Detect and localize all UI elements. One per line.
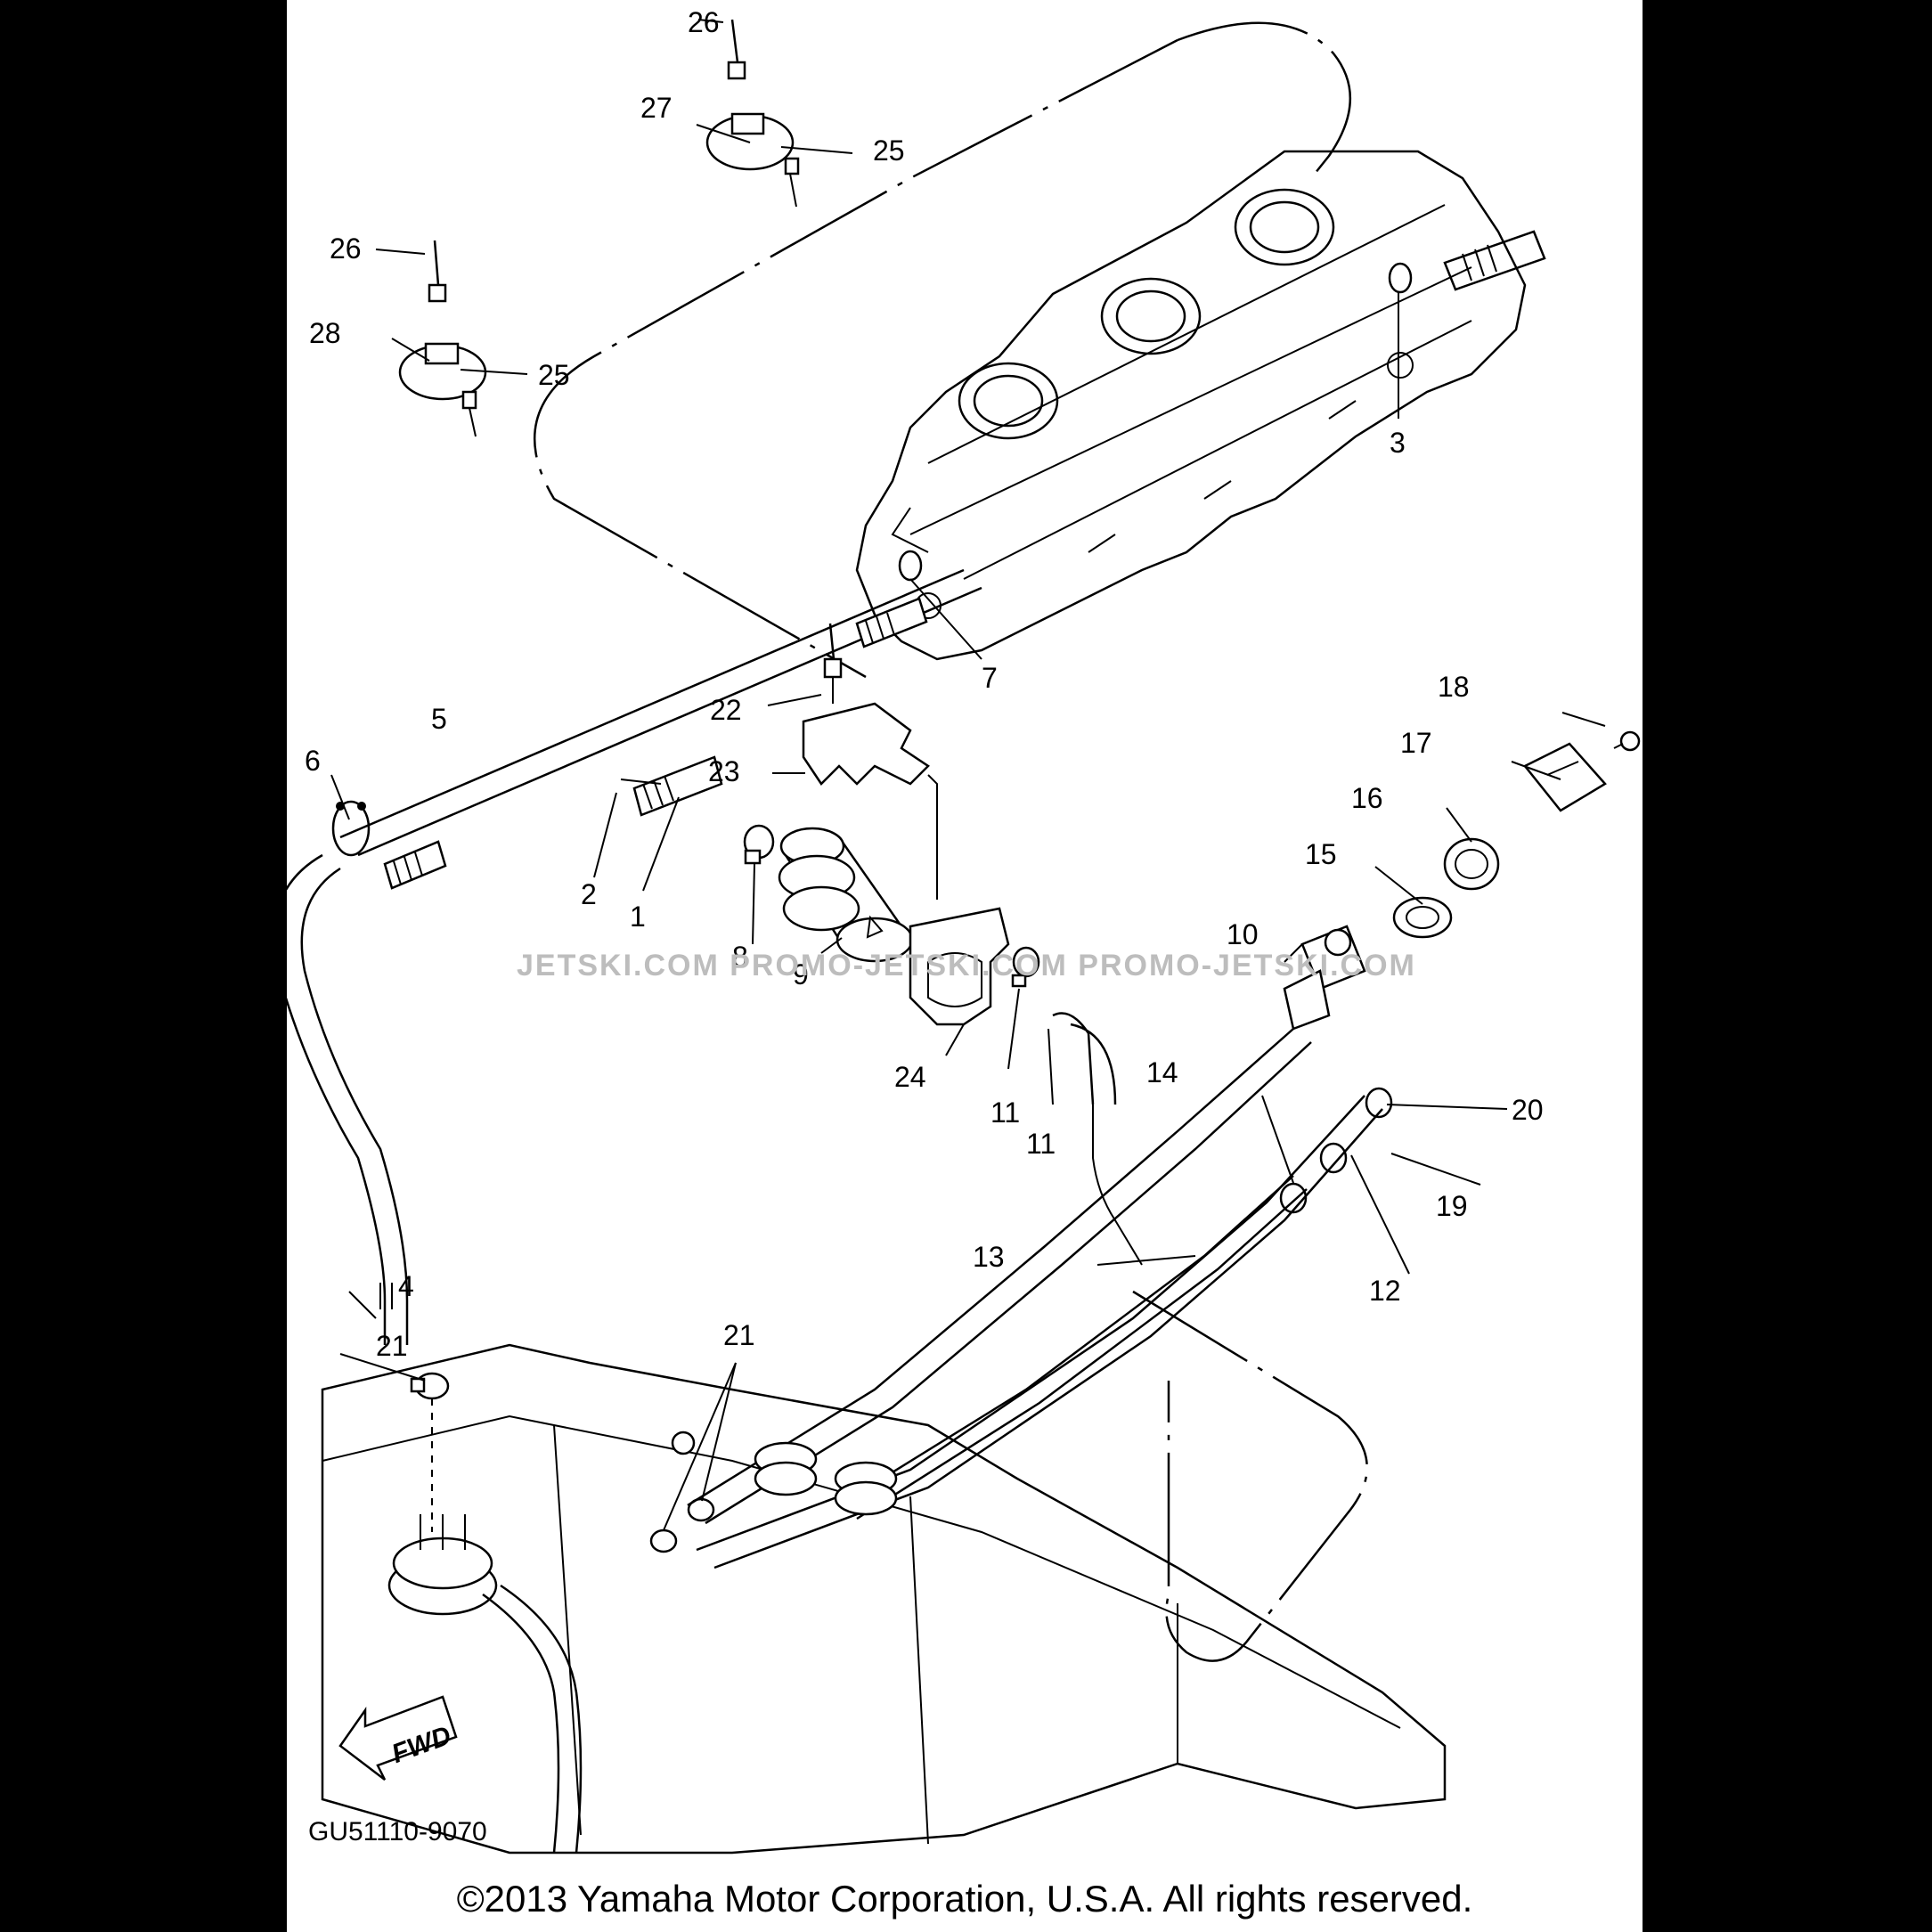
hose-11 [1052,1012,1117,1105]
callout-22: 24 [894,1061,926,1093]
hose-joint-1 [383,597,928,890]
callout-18: 15 [1305,838,1337,870]
callout-21-mid: 21 [723,1319,755,1351]
callout-9: 9 [793,958,809,990]
clip-8 [743,824,775,865]
hose-14 [838,1175,1308,1520]
diagram-code: GU51110-9070 [308,1817,487,1846]
clip-3 [1388,230,1546,294]
callout-27: 27 [640,92,673,124]
callout-24: 22 [710,694,742,726]
clip-7 [898,550,923,582]
screw-24 [823,623,843,704]
callout-11: 11 [1026,1128,1056,1160]
clip-12-a [1011,946,1040,988]
callout-26-top: 26 [688,6,720,38]
clip-21-b [649,1497,715,1553]
callout-12-b: 12 [1369,1275,1401,1307]
callout-1: 1 [630,901,646,933]
clip-12-b [1319,1142,1348,1174]
callout-26-left: 26 [330,232,362,265]
callout-21-left: 21 [376,1330,408,1362]
callout-25-left: 25 [538,359,570,391]
callout-2: 2 [581,878,597,910]
fuel-filter-9 [778,827,914,963]
clip-16 [1365,1087,1393,1119]
routing-loop-line-right [1177,21,1351,179]
fuel-tank [321,1343,1447,1855]
fuel-cock-10 [1283,925,1366,1031]
carburetor-assembly [855,150,1527,661]
bracket-23 [802,702,938,900]
callout-17: 16 [1351,782,1383,814]
callout-19: 17 [1400,727,1432,759]
cap-assembly [1392,730,1641,939]
callout-6: 6 [305,745,321,777]
callout-4: 4 [398,1270,414,1302]
clip-14 [1279,1182,1308,1214]
callout-3: 3 [1390,427,1406,459]
routing-loop-line [534,38,1178,679]
hose-13 [687,1028,1312,1525]
fwd-arrow-icon: FWD [338,1695,458,1781]
callout-13: 13 [973,1241,1005,1273]
callout-16: 20 [1512,1094,1544,1126]
leader-lines [330,19,1606,1531]
callout-20: 18 [1438,671,1470,703]
callout-8: 8 [732,941,748,973]
callout-12-a: 11 [990,1096,1020,1129]
callout-23: 23 [708,755,740,787]
band-clip-28 [398,240,487,437]
fuel-hose-4 [287,853,387,1345]
copyright-notice: ©2013 Yamaha Motor Corporation, U.S.A. A… [456,1878,1473,1920]
fuel-system-diagram: 26 27 25 26 28 25 3 7 22 18 5 17 6 23 16… [287,6,1641,1855]
callout-7: 7 [982,662,998,694]
fuel-hose-4b [300,867,409,1345]
band-clip-27 [705,19,800,208]
watermark: JETSKI.COM PROMO-JETSKI.COM PROMO-JETSKI… [517,949,1416,982]
hose-15 [696,1095,1383,1569]
callout-28: 28 [309,317,341,349]
callout-25-top: 25 [873,135,905,167]
callout-14: 14 [1146,1056,1178,1088]
callout-5: 5 [431,703,447,735]
bracket-22 [909,907,1010,1026]
routing-loop-lower [1132,1290,1368,1662]
callout-15: 19 [1436,1190,1468,1222]
callout-10: 10 [1227,918,1259,950]
parts-diagram-sheet: 26 27 25 26 28 25 3 7 22 18 5 17 6 23 16… [287,0,1643,1932]
